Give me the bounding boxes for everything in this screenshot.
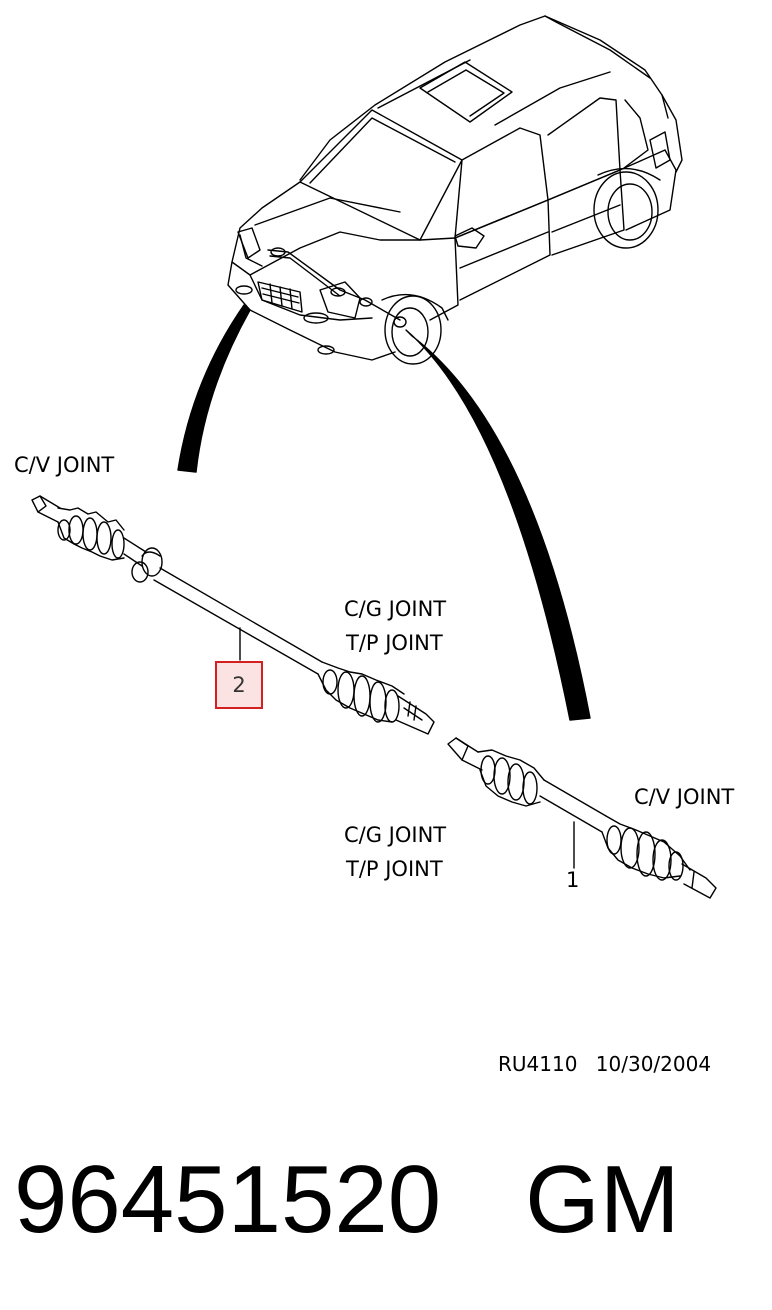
drive-shaft-1 bbox=[447, 737, 717, 899]
car-illustration bbox=[227, 15, 683, 365]
cg-joint-lower-label: C/G JOINT bbox=[344, 823, 447, 847]
tp-joint-upper-label: T/P JOINT bbox=[346, 631, 443, 655]
tp-joint-lower-label: T/P JOINT bbox=[346, 857, 443, 881]
drive-shaft-2 bbox=[31, 495, 435, 735]
arrow-to-right-shaft bbox=[405, 329, 591, 721]
part-number: 96451520 bbox=[14, 1146, 442, 1253]
arrow-to-left-shaft bbox=[177, 304, 251, 473]
reference-code: RU4110 bbox=[498, 1052, 578, 1076]
cv-joint-right-label: C/V JOINT bbox=[634, 785, 735, 809]
part-brand: GM bbox=[525, 1146, 680, 1253]
cg-joint-upper-label: C/G JOINT bbox=[344, 597, 447, 621]
part-number-line: 96451520 GM bbox=[14, 1145, 680, 1255]
reference-date: 10/30/2004 bbox=[595, 1052, 712, 1076]
callout-2-highlight[interactable]: 2 bbox=[215, 661, 263, 709]
cv-joint-left-label: C/V JOINT bbox=[14, 453, 115, 477]
callout-1[interactable]: 1 bbox=[566, 868, 580, 892]
diagram-reference: RU4110 10/30/2004 bbox=[498, 1052, 711, 1076]
